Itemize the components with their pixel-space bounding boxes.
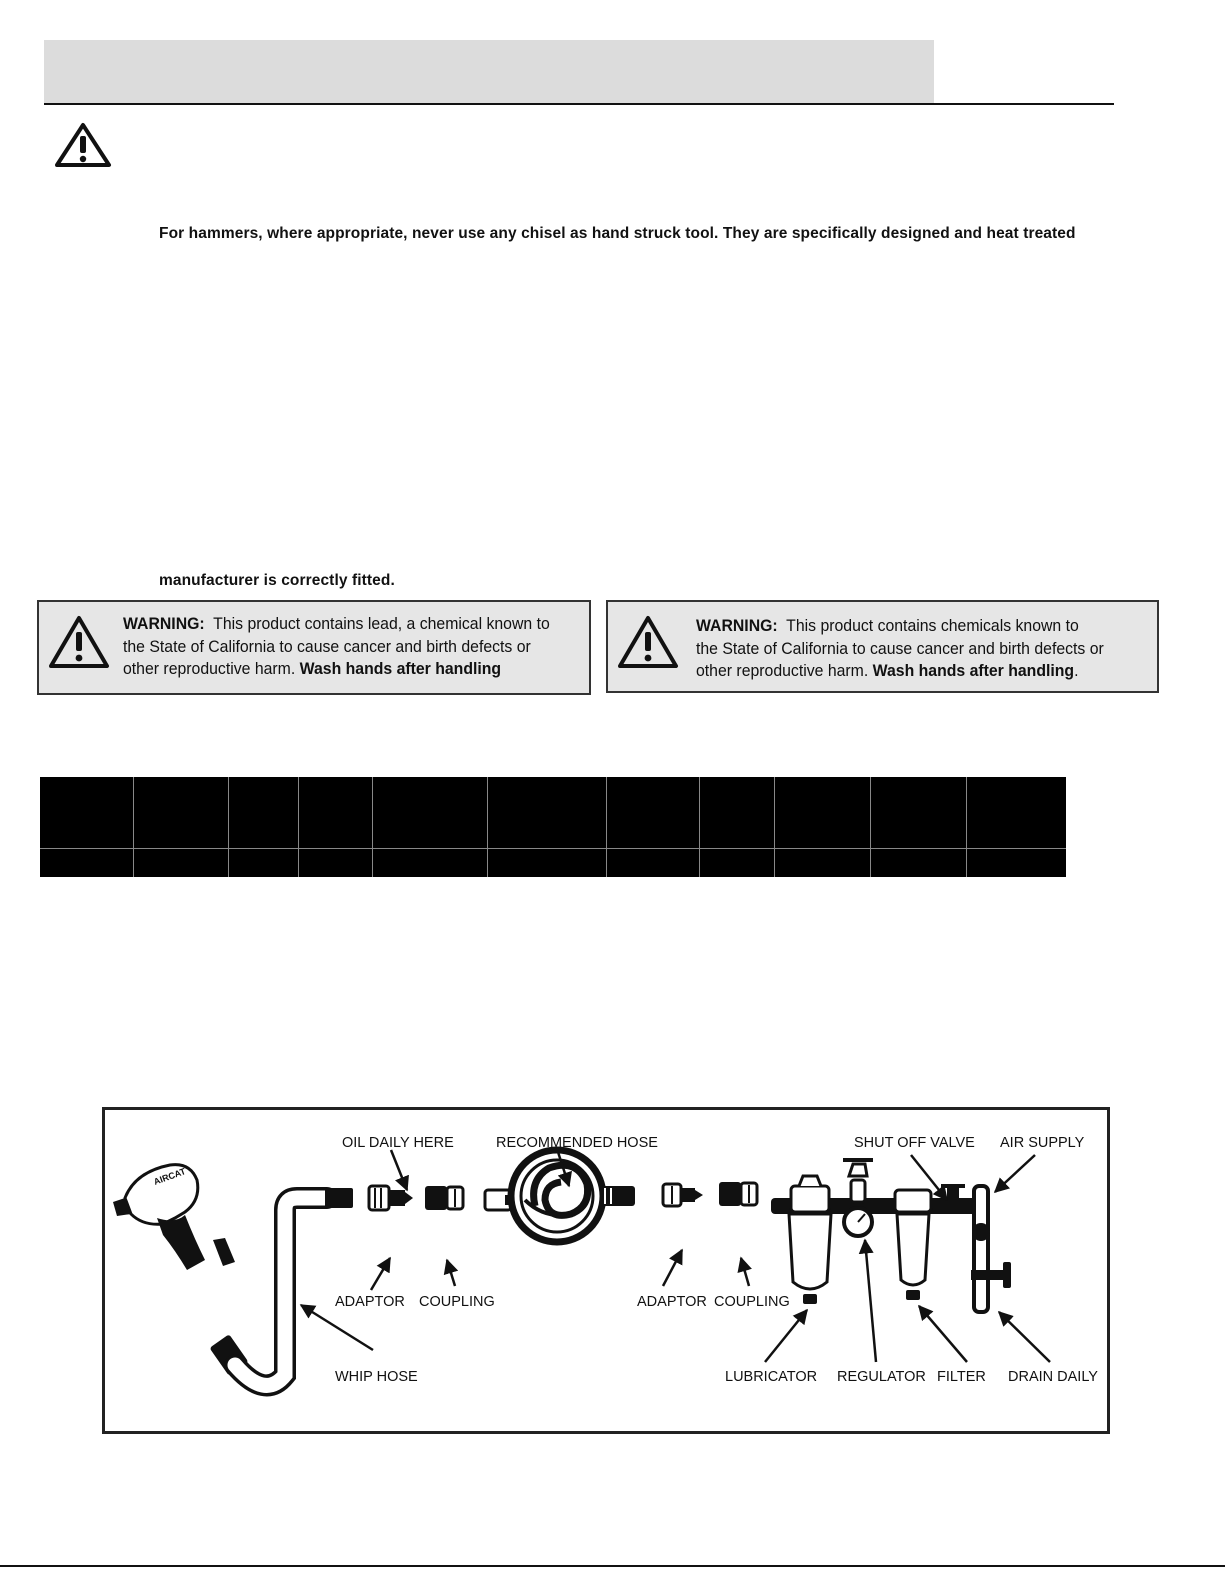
table-cell (699, 848, 775, 877)
label-filter: FILTER (937, 1369, 986, 1385)
warning-text: WARNING: This product contains lead, a c… (123, 613, 550, 681)
whip-hose-icon (210, 1187, 353, 1397)
warning-text: WARNING: This product contains chemicals… (696, 615, 1104, 683)
table-cell (133, 848, 229, 877)
table-header-cell (699, 777, 775, 849)
fitted-instruction-text: manufacturer is correctly fitted. (159, 572, 395, 589)
table-header-cell (372, 777, 488, 849)
header-band (44, 40, 934, 104)
warning-triangle-icon (618, 616, 678, 668)
table-cell (774, 848, 871, 877)
specification-table (40, 777, 1066, 877)
header-rule (44, 103, 1114, 105)
footer-rule (0, 1565, 1225, 1567)
table-header-cell (487, 777, 607, 849)
caution-icon (55, 123, 111, 167)
hammer-instruction-text: For hammers, where appropriate, never us… (159, 225, 1076, 242)
label-lubricator: LUBRICATOR (725, 1369, 817, 1385)
table-cell (228, 848, 299, 877)
table-header-cell (133, 777, 229, 849)
prop65-chemicals-warning-box: WARNING: This product contains chemicals… (606, 600, 1159, 693)
table-header-cell (870, 777, 967, 849)
table-cell (606, 848, 700, 877)
adaptor-icon (367, 1184, 413, 1212)
table-header-cell (774, 777, 871, 849)
label-whip-hose: WHIP HOSE (335, 1369, 418, 1385)
table-cell (372, 848, 488, 877)
label-coupling: COUPLING (714, 1294, 790, 1310)
air-line-diagram: AIRCAT (102, 1107, 1110, 1434)
table-header-cell (298, 777, 373, 849)
warning-line-1: This product contains chemicals known to (786, 616, 1079, 635)
impact-wrench-icon: AIRCAT (113, 1163, 235, 1270)
label-regulator: REGULATOR (837, 1369, 926, 1385)
warning-line-3: other reproductive harm. (696, 661, 869, 680)
warning-label: WARNING: (123, 614, 205, 633)
warning-end: . (1074, 661, 1079, 680)
warning-label: WARNING: (696, 616, 778, 635)
warning-line-1: This product contains lead, a chemical k… (213, 614, 550, 633)
label-oil-daily-here: OIL DAILY HERE (342, 1135, 454, 1151)
warning-emphasis: Wash hands after handling (872, 661, 1075, 680)
table-header-row (40, 777, 1066, 849)
label-shut-off-valve: SHUT OFF VALVE (854, 1135, 975, 1151)
label-air-supply: AIR SUPPLY (1000, 1135, 1085, 1151)
recommended-hose-icon (483, 1146, 635, 1246)
warning-line-2: the State of California to cause cancer … (696, 638, 1104, 658)
label-adaptor: ADAPTOR (637, 1294, 707, 1310)
label-recommended-hose: RECOMMENDED HOSE (496, 1135, 658, 1151)
table-header-cell (966, 777, 1066, 849)
warning-emphasis: Wash hands after handling (299, 659, 502, 678)
table-cell (40, 848, 134, 877)
table-cell (966, 848, 1066, 877)
table-cell (870, 848, 967, 877)
air-line-diagram-art: AIRCAT (113, 1135, 1098, 1397)
prop65-lead-warning-box: WARNING: This product contains lead, a c… (37, 600, 591, 695)
warning-triangle-icon (49, 616, 109, 668)
coupling-icon (719, 1181, 759, 1207)
table-cell (298, 848, 373, 877)
coupling-icon (425, 1185, 465, 1211)
table-header-cell (228, 777, 299, 849)
table-header-cell (40, 777, 134, 849)
table-row (40, 848, 1066, 877)
table-header-cell (606, 777, 700, 849)
frl-unit-icon (771, 1158, 981, 1304)
warning-line-3: other reproductive harm. (123, 659, 296, 678)
air-supply-pipe-icon (971, 1184, 1011, 1314)
table-cell (487, 848, 607, 877)
label-drain-daily: DRAIN DAILY (1008, 1369, 1098, 1385)
warning-line-2: the State of California to cause cancer … (123, 636, 531, 656)
label-adaptor: ADAPTOR (335, 1294, 405, 1310)
adaptor-icon (661, 1182, 703, 1208)
label-coupling: COUPLING (419, 1294, 495, 1310)
